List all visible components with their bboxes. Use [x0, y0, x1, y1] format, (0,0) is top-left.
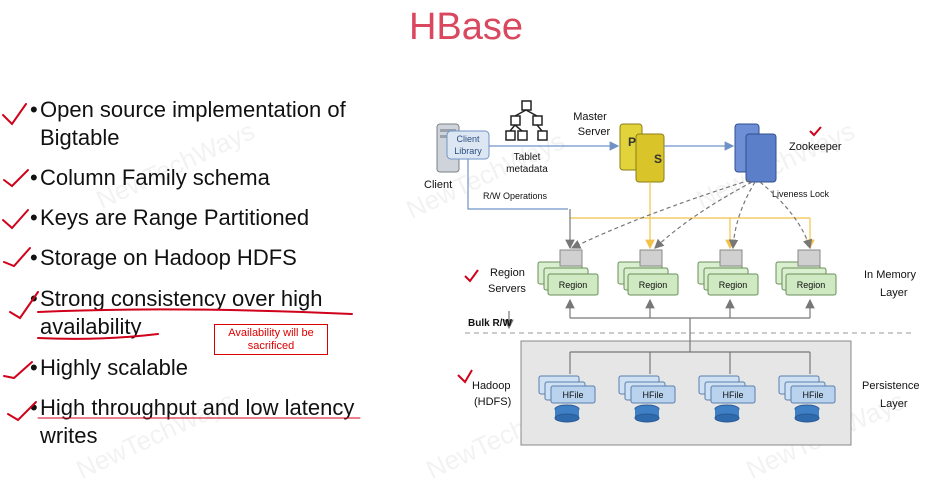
client-label: Client [424, 179, 452, 191]
hbase-architecture-diagram: Client Library Client Tablet metadata Ma… [424, 100, 919, 446]
tablet-metadata-icon [505, 100, 548, 141]
liveness-link [570, 179, 751, 249]
bullet-text: Keys are Range Partitioned [40, 205, 310, 230]
secondary-badge: S [654, 152, 662, 166]
client-library-label: Library [454, 146, 482, 156]
client-library-label: Client [456, 134, 480, 144]
region-label: Region [719, 280, 748, 290]
region-servers-label: Region [490, 267, 525, 279]
hfile-group-3 [698, 375, 756, 423]
zookeeper-icon [734, 123, 777, 183]
master-server-icon [619, 123, 665, 183]
hfile-group-4 [778, 375, 836, 423]
bullet-text: Storage on Hadoop HDFS [40, 245, 297, 270]
persistence-layer-label: Layer [880, 398, 908, 410]
master-server-label: Master [573, 111, 607, 123]
check-icon [464, 269, 479, 283]
availability-note: Availability will be sacrificed [214, 324, 328, 355]
region-servers-label: Servers [488, 283, 526, 295]
note-line: Availability will be [228, 327, 314, 339]
in-memory-layer-label: Layer [880, 287, 908, 299]
bulk-rw-label: Bulk R/W [468, 318, 512, 329]
region-label: Region [639, 280, 668, 290]
region-server-4 [775, 249, 837, 296]
zookeeper-label: Zookeeper [789, 141, 842, 153]
bullet-text: Open source implementation of [40, 97, 346, 122]
hfile-label: HFile [722, 390, 743, 400]
bullet-dot: • [30, 165, 38, 190]
region-label: Region [797, 280, 826, 290]
bullet-dot: • [30, 205, 38, 230]
persistence-layer-label: Persistence [862, 380, 919, 392]
bullet-text: High throughput and low latency [40, 395, 355, 420]
hfile-group-1 [538, 375, 596, 423]
tablet-metadata-label: metadata [506, 164, 548, 175]
region-label: Region [559, 280, 588, 290]
hadoop-label: (HDFS) [474, 396, 511, 408]
tablet-metadata-label: Tablet [514, 152, 541, 163]
hfile-label: HFile [642, 390, 663, 400]
liveness-link [654, 181, 753, 249]
bullet-text: Column Family schema [40, 165, 270, 190]
check-icon [809, 126, 822, 137]
bullet-text: Strong consistency over high [40, 286, 323, 311]
bullet-dot: • [30, 355, 38, 380]
bullet-text: Bigtable [40, 125, 120, 150]
master-server-label: Server [578, 126, 611, 138]
hadoop-label: Hadoop [472, 380, 511, 392]
region-server-2 [617, 249, 679, 296]
primary-badge: P [628, 135, 636, 149]
hfile-label: HFile [802, 390, 823, 400]
hfile-group-2 [618, 375, 676, 423]
rw-operations-label: R/W Operations [483, 191, 548, 201]
bullet-text: Highly scalable [40, 355, 188, 380]
rw-operations-line [467, 159, 568, 210]
liveness-link [728, 181, 756, 250]
liveness-lock-label: Liveness Lock [772, 189, 830, 199]
page-title: HBase [408, 6, 524, 48]
note-line: sacrificed [247, 340, 295, 352]
liveness-link [759, 181, 813, 250]
bullet-dot: • [30, 245, 38, 270]
in-memory-layer-label: In Memory [864, 269, 916, 281]
bullet-dot: • [30, 97, 38, 122]
hfile-label: HFile [562, 390, 583, 400]
bullet-text: writes [40, 423, 98, 448]
region-server-1 [537, 249, 599, 296]
check-icon [457, 369, 473, 384]
region-server-3 [697, 249, 759, 296]
